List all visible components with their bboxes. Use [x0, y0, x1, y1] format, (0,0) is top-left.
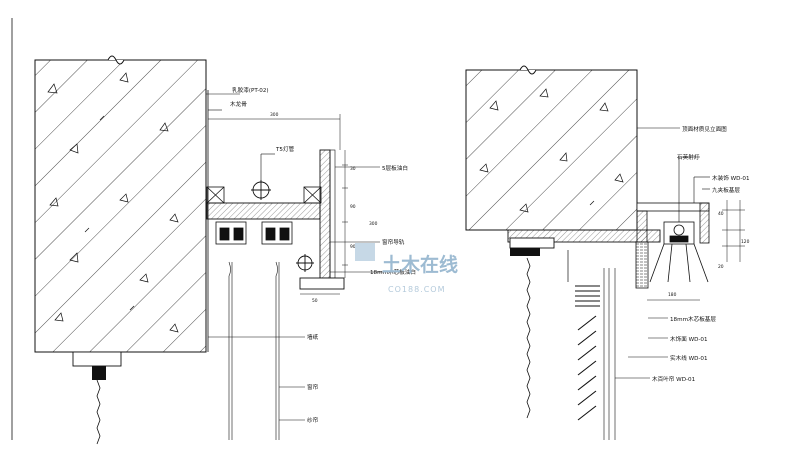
label-mdf-base: 18mm木芯板基层	[670, 315, 716, 323]
right-detail: 40 120 20 180 顶面材质见立面图 石英射灯 木装饰 WD-01 九夹…	[465, 65, 750, 440]
left-dimensions	[208, 114, 348, 295]
wood-trim-strip	[635, 241, 649, 289]
aggregate-marks-right	[479, 88, 624, 213]
label-wood-keel: 木龙骨	[230, 100, 247, 108]
label-curtain-track: 窗帘导轨	[382, 238, 405, 246]
ceiling-top-plate	[636, 202, 710, 212]
label-wood-trim-a: 木饰面 WD-01	[670, 335, 708, 343]
label-latex-wall: 乳胶漆(PT-02)	[232, 86, 269, 94]
left-leaders	[206, 93, 395, 421]
break-mark-left	[107, 55, 125, 65]
label-wood-strip: 木百叶帘 WD-01	[652, 375, 696, 383]
window-frame-bracket	[72, 351, 122, 367]
label-t5-tube: T5灯管	[275, 145, 295, 153]
label-wood-trim-b: 实木线 WD-01	[670, 354, 708, 362]
break-mark-right	[519, 65, 537, 75]
blind-cords	[603, 268, 616, 440]
label-ceiling-finish: 顶面材质见立面图	[682, 125, 727, 133]
wood-keel-blocks	[206, 186, 322, 204]
fascia-face	[329, 149, 336, 279]
t5-lamp-icon	[251, 180, 271, 200]
light-fixture-icon	[296, 254, 314, 272]
curtain-track-rollers	[215, 221, 293, 245]
window-frame-right-profile	[510, 248, 540, 256]
curtain-lines	[228, 261, 280, 440]
right-dimensions	[647, 200, 745, 301]
watermark: 土木在线 CO188.COM	[355, 243, 458, 294]
fascia-board	[319, 149, 331, 279]
watermark-logo-icon	[355, 243, 375, 261]
concrete-slab-right	[465, 69, 638, 231]
dim-right-c: 20	[718, 264, 724, 270]
aggregate-marks-left	[47, 72, 179, 333]
bottom-lip	[299, 277, 345, 290]
label-curtain-box: 墙纸	[307, 333, 319, 341]
concrete-wall-left	[34, 59, 207, 353]
dim-side-b: 90	[350, 204, 356, 210]
vertical-hanger	[636, 210, 648, 243]
dim-right-a: 40	[718, 211, 724, 217]
dim-side-a: 30	[350, 166, 356, 172]
dim-side-d: 90	[350, 244, 356, 250]
left-detail: 300 30 90 300 90 50 乳胶漆(PT-02) 木龙骨 T5灯管 …	[34, 55, 416, 445]
label-sheer: 纱帘	[307, 416, 319, 424]
window-frame-profile	[92, 366, 106, 380]
label-spotlight: 石英射灯	[677, 153, 700, 161]
window-frame-right	[509, 237, 555, 249]
dim-top-width: 300	[270, 112, 279, 118]
dim-right-b: 120	[741, 239, 750, 245]
glass-line-right	[526, 257, 531, 419]
label-mdf-white: 18mm木芯板油白	[370, 268, 416, 276]
right-fascia	[699, 202, 710, 244]
label-board-white: 5层板油白	[382, 164, 408, 172]
right-leaders	[615, 127, 710, 379]
label-gypsum: 九夹板基层	[712, 186, 740, 194]
label-wood-line: 木装饰 WD-01	[712, 174, 750, 182]
dim-right-bottom: 180	[668, 292, 677, 298]
dim-side-c: 300	[369, 221, 378, 227]
wood-blinds	[575, 285, 600, 421]
glass-line-left	[96, 379, 101, 445]
watermark-url: CO188.COM	[388, 285, 445, 294]
label-curtain: 窗帘	[307, 383, 319, 391]
watermark-text: 土木在线	[382, 253, 458, 276]
ceiling-board	[206, 202, 321, 220]
dim-bottom-width: 50	[312, 298, 318, 304]
spotlight-icon	[649, 221, 709, 283]
